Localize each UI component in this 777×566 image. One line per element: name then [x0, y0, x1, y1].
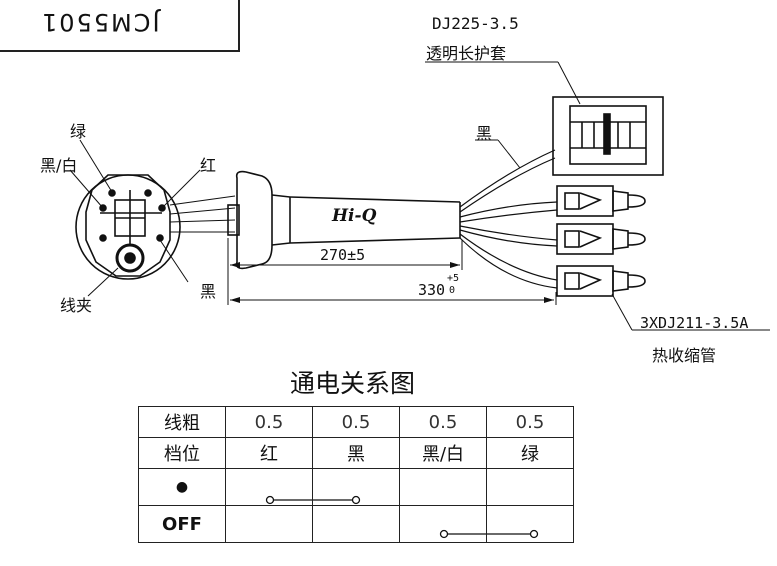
table-cell: [225, 468, 313, 506]
boot-part-label: DJ225-3.5: [432, 14, 519, 33]
wire-black-bottom-label: 黑: [200, 282, 217, 301]
table-title: 通电关系图: [290, 369, 416, 398]
position-header: 档位: [138, 437, 226, 469]
wire-size-cell: 0.5: [486, 406, 574, 438]
table-row: 档位 红 黑 黑/白 绿: [138, 437, 574, 469]
wire-color-cell: 绿: [486, 437, 574, 469]
position-off-cell: OFF: [138, 505, 226, 543]
clamp-label: 线夹: [60, 296, 93, 315]
table-cell: [225, 505, 313, 543]
wire-color-cell: 红: [225, 437, 313, 469]
wire-green-label: 绿: [70, 122, 87, 141]
wire-size-cell: 0.5: [225, 406, 313, 438]
table-row: 线粗 0.5 0.5 0.5 0.5: [138, 406, 574, 438]
table-cell: [399, 468, 487, 506]
plug-body: [227, 170, 461, 270]
boot-connector: [552, 96, 664, 176]
boot-desc-label: 透明长护套: [426, 44, 507, 63]
wire-size-cell: 0.5: [312, 406, 400, 438]
terminal-3: [556, 265, 646, 297]
wire-size-header: 线粗: [138, 406, 226, 438]
table-row: OFF: [138, 505, 574, 543]
dimension-330-tol-plus: +5: [447, 273, 460, 284]
table-cell: [312, 468, 400, 506]
terminal-1: [556, 185, 646, 217]
brand-logo: Hi-Q: [332, 206, 377, 226]
terminal-desc-label: 热收缩管: [652, 346, 717, 365]
part-number-box: JCM5501: [0, 0, 240, 52]
dimension-270-label: 270±5: [320, 246, 366, 264]
table-cell: [312, 505, 400, 543]
table-cell: [486, 505, 574, 543]
wire-color-cell: 黑: [312, 437, 400, 469]
terminal-part-label: 3XDJ211-3.5A: [640, 314, 749, 332]
connector-front-view: [75, 174, 181, 280]
wire-size-cell: 0.5: [399, 406, 487, 438]
terminal-2: [556, 223, 646, 255]
table-cell: [399, 505, 487, 543]
wire-black-label: 黑: [476, 124, 493, 143]
wire-color-cell: 黑/白: [399, 437, 487, 469]
dimension-330-label: 330: [418, 281, 446, 299]
dimension-330-tol-zero: 0: [449, 285, 456, 296]
dimension-lines: [227, 238, 557, 305]
wire-red-label: 红: [200, 156, 217, 175]
connection-table: 线粗 0.5 0.5 0.5 0.5 档位 红 黑 黑/白 绿 ● OFF: [138, 406, 574, 543]
wire-black-white-label: 黑/白: [40, 156, 78, 175]
table-cell: [486, 468, 574, 506]
position-on-cell: ●: [138, 468, 226, 506]
table-row: ●: [138, 468, 574, 506]
